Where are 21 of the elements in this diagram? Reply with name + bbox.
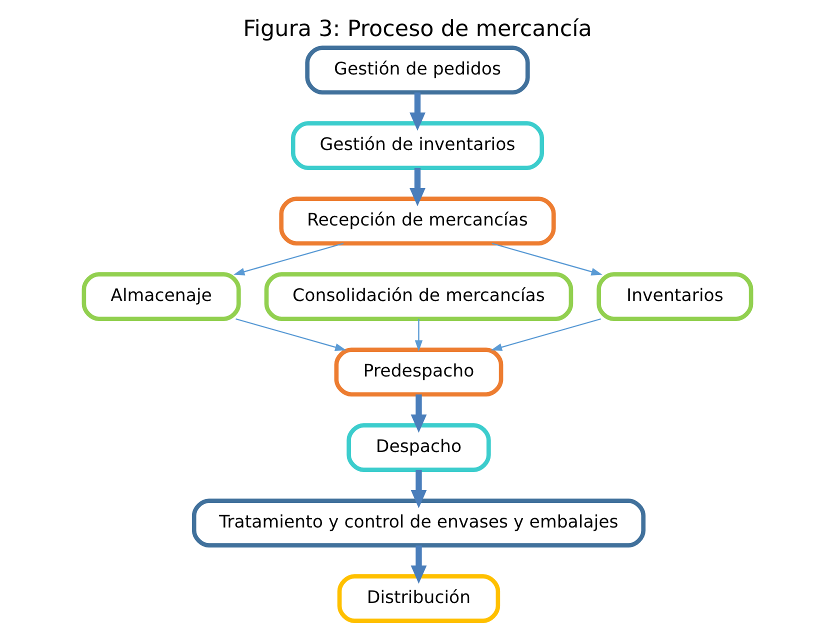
- node-box: Gestión de pedidos: [304, 46, 530, 95]
- node-box: Almacenaje: [81, 272, 240, 322]
- diagram-title: Figura 3: Proceso de mercancía: [242, 16, 592, 42]
- node-box: Despacho: [346, 423, 490, 472]
- arrow: [410, 545, 426, 584]
- node-box: Gestión de inventarios: [290, 121, 544, 170]
- node-box: Consolidación de mercancías: [264, 272, 573, 322]
- arrow: [410, 394, 426, 433]
- arrow: [232, 242, 344, 276]
- node-box: Recepción de mercancías: [278, 196, 556, 246]
- arrow: [409, 92, 425, 131]
- arrow: [410, 470, 426, 508]
- arrow: [409, 168, 425, 206]
- node-box: Predespacho: [334, 348, 503, 397]
- arrow: [414, 318, 422, 352]
- arrow: [490, 318, 600, 351]
- node-box: Inventarios: [596, 272, 753, 322]
- node-box: Distribución: [336, 574, 500, 623]
- arrow: [235, 318, 346, 351]
- node-box: Tratamiento y control de envases y embalajes: [191, 498, 646, 548]
- arrow: [491, 242, 602, 276]
